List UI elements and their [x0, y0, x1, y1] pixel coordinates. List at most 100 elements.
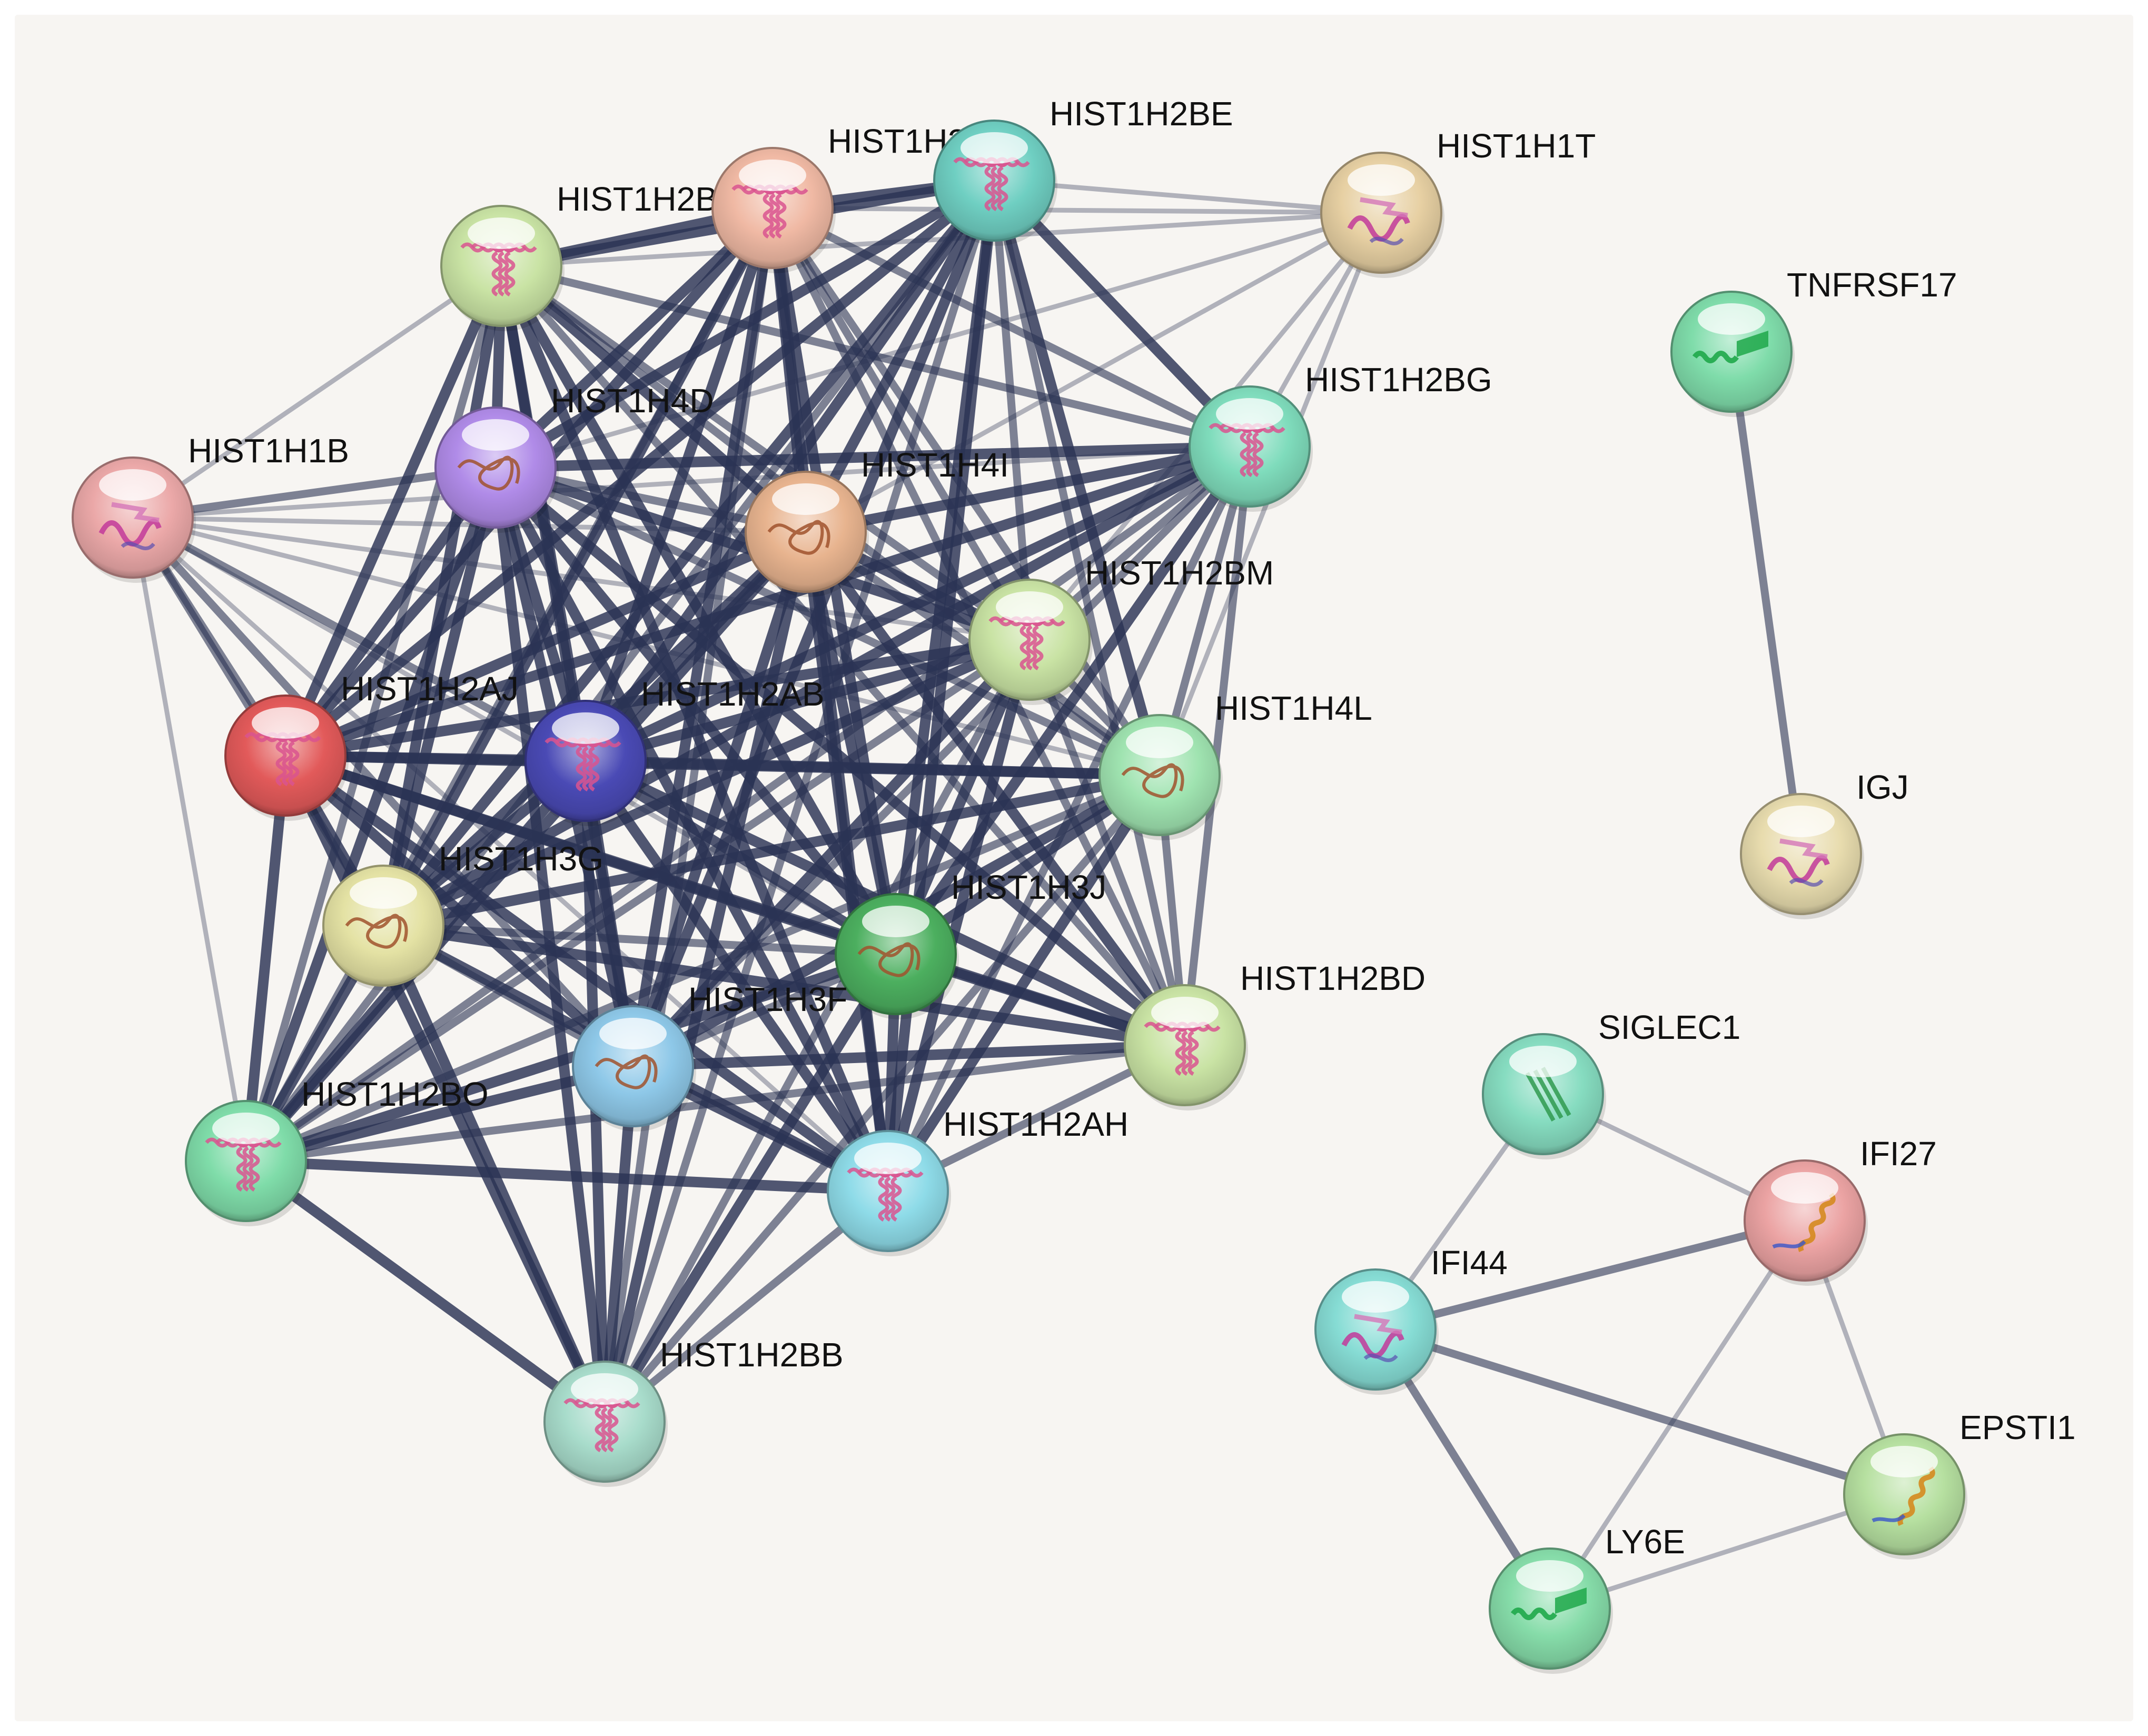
- node-label: HIST1H2BD: [1240, 959, 1426, 997]
- node-highlight: [599, 1018, 667, 1049]
- protein-structure-icon: [731, 184, 808, 239]
- node-hist1h2ab[interactable]: HIST1H2AB: [524, 675, 825, 826]
- edge-hist1h4l-hist1h3g[interactable]: [378, 770, 1165, 931]
- edge-hist1h4d-hist1h2bd[interactable]: [490, 462, 1190, 1050]
- edge-hist1h3f-hist1h2bo[interactable]: [241, 1061, 638, 1166]
- edge-hist1h1b-hist1h2bi[interactable]: [130, 263, 504, 520]
- node-hist1h2be[interactable]: HIST1H2BE: [933, 95, 1233, 246]
- node-highlight: [571, 1373, 638, 1405]
- edge-hist1h4d-hist1h3g[interactable]: [378, 462, 501, 931]
- node-siglec1[interactable]: SIGLEC1: [1482, 1008, 1740, 1159]
- node-hist1h2bm[interactable]: HIST1H2BM: [968, 554, 1274, 705]
- edge-hist1h2be-hist1h4d[interactable]: [490, 175, 999, 473]
- edge-hist1h2bm-hist1h2aj[interactable]: [280, 634, 1035, 761]
- node-highlight: [462, 419, 529, 451]
- edge-hist1h1t-hist1h2be[interactable]: [992, 178, 1384, 215]
- edge-hist1h2bm-hist1h2bd[interactable]: [1025, 636, 1189, 1049]
- edge-hist1h2bo-hist1h2bb[interactable]: [241, 1156, 610, 1427]
- edge-hist1h4i-hist1h3j[interactable]: [800, 527, 901, 959]
- node-label: HIST1H4I: [861, 446, 1009, 484]
- edge-epsti1-ly6e[interactable]: [1547, 1492, 1907, 1611]
- node-label: HIST1H1B: [188, 432, 349, 470]
- edge-hist1h2bg-hist1h2bo[interactable]: [242, 442, 1254, 1165]
- node-hist1h4l[interactable]: HIST1H4L: [1098, 689, 1372, 840]
- edge-hist1h4l-hist1h2bb[interactable]: [600, 771, 1164, 1426]
- protein-structure-icon: [1121, 763, 1184, 798]
- edge-hist1h2bg-hist1h2ah[interactable]: [884, 442, 1254, 1195]
- edge-hist1h2ah-hist1h2bo[interactable]: [241, 1156, 893, 1196]
- node-hist1h3g[interactable]: HIST1H3G: [322, 840, 603, 991]
- node-label: IFI27: [1860, 1135, 1937, 1173]
- node-hist1h2bo[interactable]: HIST1H2BO: [185, 1075, 489, 1226]
- edge-hist1h2bo-hist1h2bd[interactable]: [242, 1041, 1189, 1165]
- node-ifi27[interactable]: IFI27: [1744, 1135, 1937, 1286]
- edge-ifi44-epsti1[interactable]: [1371, 1325, 1908, 1499]
- protein-structure-icon: [98, 502, 162, 550]
- edge-hist1h2bh-hist1h2bg[interactable]: [768, 204, 1254, 451]
- edge-hist1h2be-hist1h2ah[interactable]: [883, 175, 999, 1196]
- protein-structure-icon: [1767, 838, 1830, 887]
- edge-hist1h3j-hist1h2bo[interactable]: [241, 949, 901, 1166]
- node-hist1h4d[interactable]: HIST1H4D: [434, 382, 714, 533]
- node-label: HIST1H2BE: [1050, 95, 1233, 133]
- node-highlight: [1348, 164, 1415, 196]
- edge-hist1h2be-hist1h2bm[interactable]: [990, 176, 1034, 644]
- edge-hist1h2be-hist1h2bo[interactable]: [242, 176, 998, 1165]
- edge-hist1h2bg-hist1h3j[interactable]: [890, 441, 1255, 959]
- edge-tnfrsf17-igj[interactable]: [1727, 348, 1805, 858]
- edge-hist1h4d-hist1h2bg[interactable]: [490, 441, 1255, 473]
- node-highlight: [1870, 1446, 1938, 1477]
- edge-hist1h2be-hist1h2bb[interactable]: [600, 176, 998, 1426]
- edge-hist1h1t-hist1h2bh[interactable]: [770, 205, 1384, 215]
- node-label: HIST1H2BB: [660, 1336, 844, 1374]
- node-hist1h1b[interactable]: HIST1H1B: [72, 432, 349, 583]
- edge-hist1h2bi-hist1h4i[interactable]: [496, 261, 811, 537]
- node-highlight: [1509, 1046, 1577, 1077]
- node-hist1h2bb[interactable]: HIST1H2BB: [543, 1336, 844, 1487]
- edge-hist1h2bi-hist1h3g[interactable]: [378, 261, 507, 931]
- edge-hist1h2bg-hist1h3g[interactable]: [378, 441, 1255, 931]
- edge-hist1h3f-hist1h2bd[interactable]: [628, 1040, 1190, 1072]
- edge-hist1h2ab-hist1h4l[interactable]: [580, 756, 1165, 780]
- node-highlight: [1216, 398, 1283, 430]
- edge-hist1h2bh-hist1h4d[interactable]: [490, 203, 778, 473]
- node-hist1h2aj[interactable]: HIST1H2AJ: [224, 670, 519, 821]
- edge-hist1h4i-hist1h2aj[interactable]: [280, 527, 811, 761]
- edge-hist1h2be-hist1h4i[interactable]: [800, 175, 999, 537]
- node-hist1h2bi[interactable]: HIST1H2BI: [440, 180, 727, 331]
- node-hist1h1t[interactable]: HIST1H1T: [1320, 127, 1596, 278]
- node-hist1h4i[interactable]: HIST1H4I: [745, 446, 1009, 597]
- edge-hist1h2bg-hist1h2bd[interactable]: [1181, 442, 1254, 1049]
- edge-hist1h2be-hist1h2bg[interactable]: [989, 175, 1255, 452]
- edge-hist1h1b-hist1h3j[interactable]: [130, 515, 898, 957]
- node-ifi44[interactable]: IFI44: [1314, 1244, 1508, 1395]
- edge-hist1h1b-hist1h2bo[interactable]: [130, 515, 249, 1164]
- edge-hist1h2aj-hist1h2bo[interactable]: [241, 750, 291, 1166]
- node-ly6e[interactable]: LY6E: [1489, 1523, 1685, 1674]
- edge-hist1h2bi-hist1h2aj[interactable]: [280, 261, 507, 761]
- edge-hist1h4i-hist1h2bg[interactable]: [800, 441, 1255, 537]
- edge-hist1h2bm-hist1h2bo[interactable]: [242, 636, 1034, 1165]
- node-hist1h3f[interactable]: HIST1H3F: [572, 980, 847, 1132]
- edge-ifi27-ifi44[interactable]: [1371, 1216, 1809, 1334]
- node-hist1h2ah[interactable]: HIST1H2AH: [827, 1105, 1129, 1256]
- edge-hist1h3g-hist1h3j[interactable]: [379, 921, 900, 958]
- edge-ifi27-ly6e[interactable]: [1547, 1218, 1807, 1611]
- node-hist1h3j[interactable]: HIST1H3J: [835, 868, 1106, 1019]
- protein-structure-icon: [1347, 197, 1410, 245]
- node-epsti1[interactable]: EPSTI1: [1843, 1408, 2076, 1560]
- node-igj[interactable]: IGJ: [1740, 768, 1909, 919]
- node-label: HIST1H2AB: [641, 675, 825, 713]
- edge-hist1h2bg-hist1h2aj[interactable]: [280, 441, 1255, 761]
- node-tnfrsf17[interactable]: TNFRSF17: [1670, 266, 1957, 417]
- edge-hist1h4i-hist1h3f[interactable]: [628, 527, 811, 1072]
- node-label: HIST1H4D: [551, 382, 714, 420]
- edge-hist1h2bg-hist1h2ab[interactable]: [580, 441, 1255, 766]
- node-highlight: [854, 1143, 922, 1174]
- edge-hist1h2bm-hist1h3f[interactable]: [628, 634, 1035, 1072]
- edge-hist1h2bm-hist1h2ab[interactable]: [580, 634, 1035, 766]
- node-hist1h2bh[interactable]: HIST1H2BH: [711, 122, 1013, 273]
- node-hist1h2bd[interactable]: HIST1H2BD: [1124, 959, 1426, 1110]
- node-hist1h2bg[interactable]: HIST1H2BG: [1189, 361, 1492, 512]
- edge-hist1h4l-hist1h2ah[interactable]: [883, 770, 1165, 1196]
